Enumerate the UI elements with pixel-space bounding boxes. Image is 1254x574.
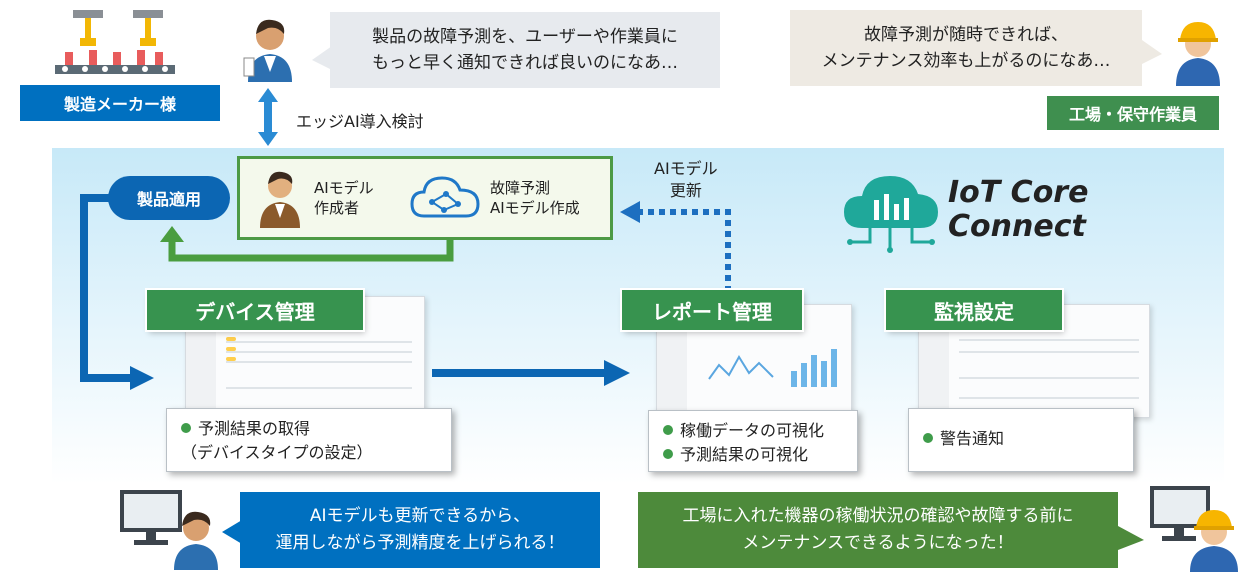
device-management-title: デバイス管理 (147, 290, 363, 330)
bubble-tail (1118, 526, 1144, 550)
update-line: AIモデル (654, 159, 718, 178)
cloud-icon (844, 176, 938, 253)
bullet-icon (181, 423, 191, 433)
feature-item: 警告通知 (923, 427, 1119, 451)
left-feedback-bubble: AIモデルも更新できるから、 運用しながら予測精度を上げられる！ (240, 492, 600, 568)
brand-line: IoT Core (948, 175, 1089, 210)
bubble-line: メンテナンス効率も上がるのになあ… (821, 51, 1111, 71)
feature-item: 予測結果の可視化 (663, 443, 843, 467)
blue-flow-arrow (80, 194, 154, 390)
bar-chart-icon (791, 349, 837, 387)
bubble-line: もっと早く通知できれば良いのになあ… (372, 53, 678, 73)
brand-name: IoT Core Connect (948, 176, 1088, 244)
device-feature-box: 予測結果の取得 （デバイスタイプの設定） (166, 408, 452, 472)
bullet-icon (663, 449, 673, 459)
feature-item: （デバイスタイプの設定） (181, 443, 373, 462)
bubble-line: 運用しながら予測精度を上げられる！ (275, 533, 565, 553)
update-line: 更新 (669, 181, 702, 200)
dotted-update-arrow (620, 201, 731, 292)
bubble-tail (1142, 40, 1162, 64)
manufacturer-label: 製造メーカー様 (20, 85, 220, 121)
report-feature-box: 稼働データの可視化 予測結果の可視化 (648, 410, 858, 472)
right-feedback-bubble: 工場に入れた機器の稼働状況の確認や故障する前に メンテナンスできるようになった！ (638, 492, 1118, 568)
line-chart-icon (708, 355, 774, 380)
green-flow-arrow (160, 226, 454, 262)
feature-item: 稼働データの可視化 (663, 419, 843, 443)
ai-brain-icon (410, 176, 480, 218)
double-arrow-icon (258, 88, 278, 146)
worker-icon (1176, 22, 1220, 86)
bullet-icon (663, 425, 673, 435)
monitor-icon (120, 490, 218, 570)
bubble-line: 故障予測が随時できれば、 (863, 25, 1068, 45)
creator-line: AIモデル (314, 179, 374, 197)
worker-label: 工場・保守作業員 (1047, 96, 1219, 130)
monitor-feature-box: 警告通知 (908, 408, 1134, 472)
bubble-line: AIモデルも更新できるから、 (309, 506, 531, 526)
feature-item: 予測結果の取得 (181, 417, 437, 441)
creator-line: 作成者 (314, 199, 360, 217)
businessman-icon (260, 171, 300, 228)
bullet-icon (923, 433, 933, 443)
brand-line: Connect (948, 209, 1086, 244)
prediction-label: 故障予測 AIモデル作成 (490, 178, 580, 218)
model-update-label: AIモデル 更新 (654, 158, 718, 202)
bubble-line: 工場に入れた機器の稼働状況の確認や故障する前に (682, 506, 1074, 526)
bubble-line: メンテナンスできるようになった！ (742, 533, 1014, 553)
manufacturer-bubble: 製品の故障予測を、ユーザーや作業員に もっと早く通知できれば良いのになあ… (330, 12, 720, 88)
monitor-settings-title: 監視設定 (886, 290, 1062, 330)
bubble-tail (222, 520, 242, 544)
worker-bubble: 故障予測が随時できれば、 メンテナンス効率も上がるのになあ… (790, 10, 1142, 86)
businessman-icon (243, 19, 292, 82)
factory-icon (55, 10, 175, 74)
blue-flow-arrow (432, 360, 630, 386)
bubble-tail (312, 46, 332, 70)
creator-label: AIモデル 作成者 (314, 178, 374, 218)
prediction-line: 故障予測 (490, 179, 551, 197)
prediction-line: AIモデル作成 (490, 199, 580, 217)
product-apply-pill: 製品適用 (108, 176, 230, 220)
monitor-icon (1150, 486, 1238, 572)
bubble-line: 製品の故障予測を、ユーザーや作業員に (372, 27, 678, 47)
report-management-title: レポート管理 (622, 290, 802, 330)
edge-ai-label: エッジAI導入検討 (296, 112, 424, 131)
